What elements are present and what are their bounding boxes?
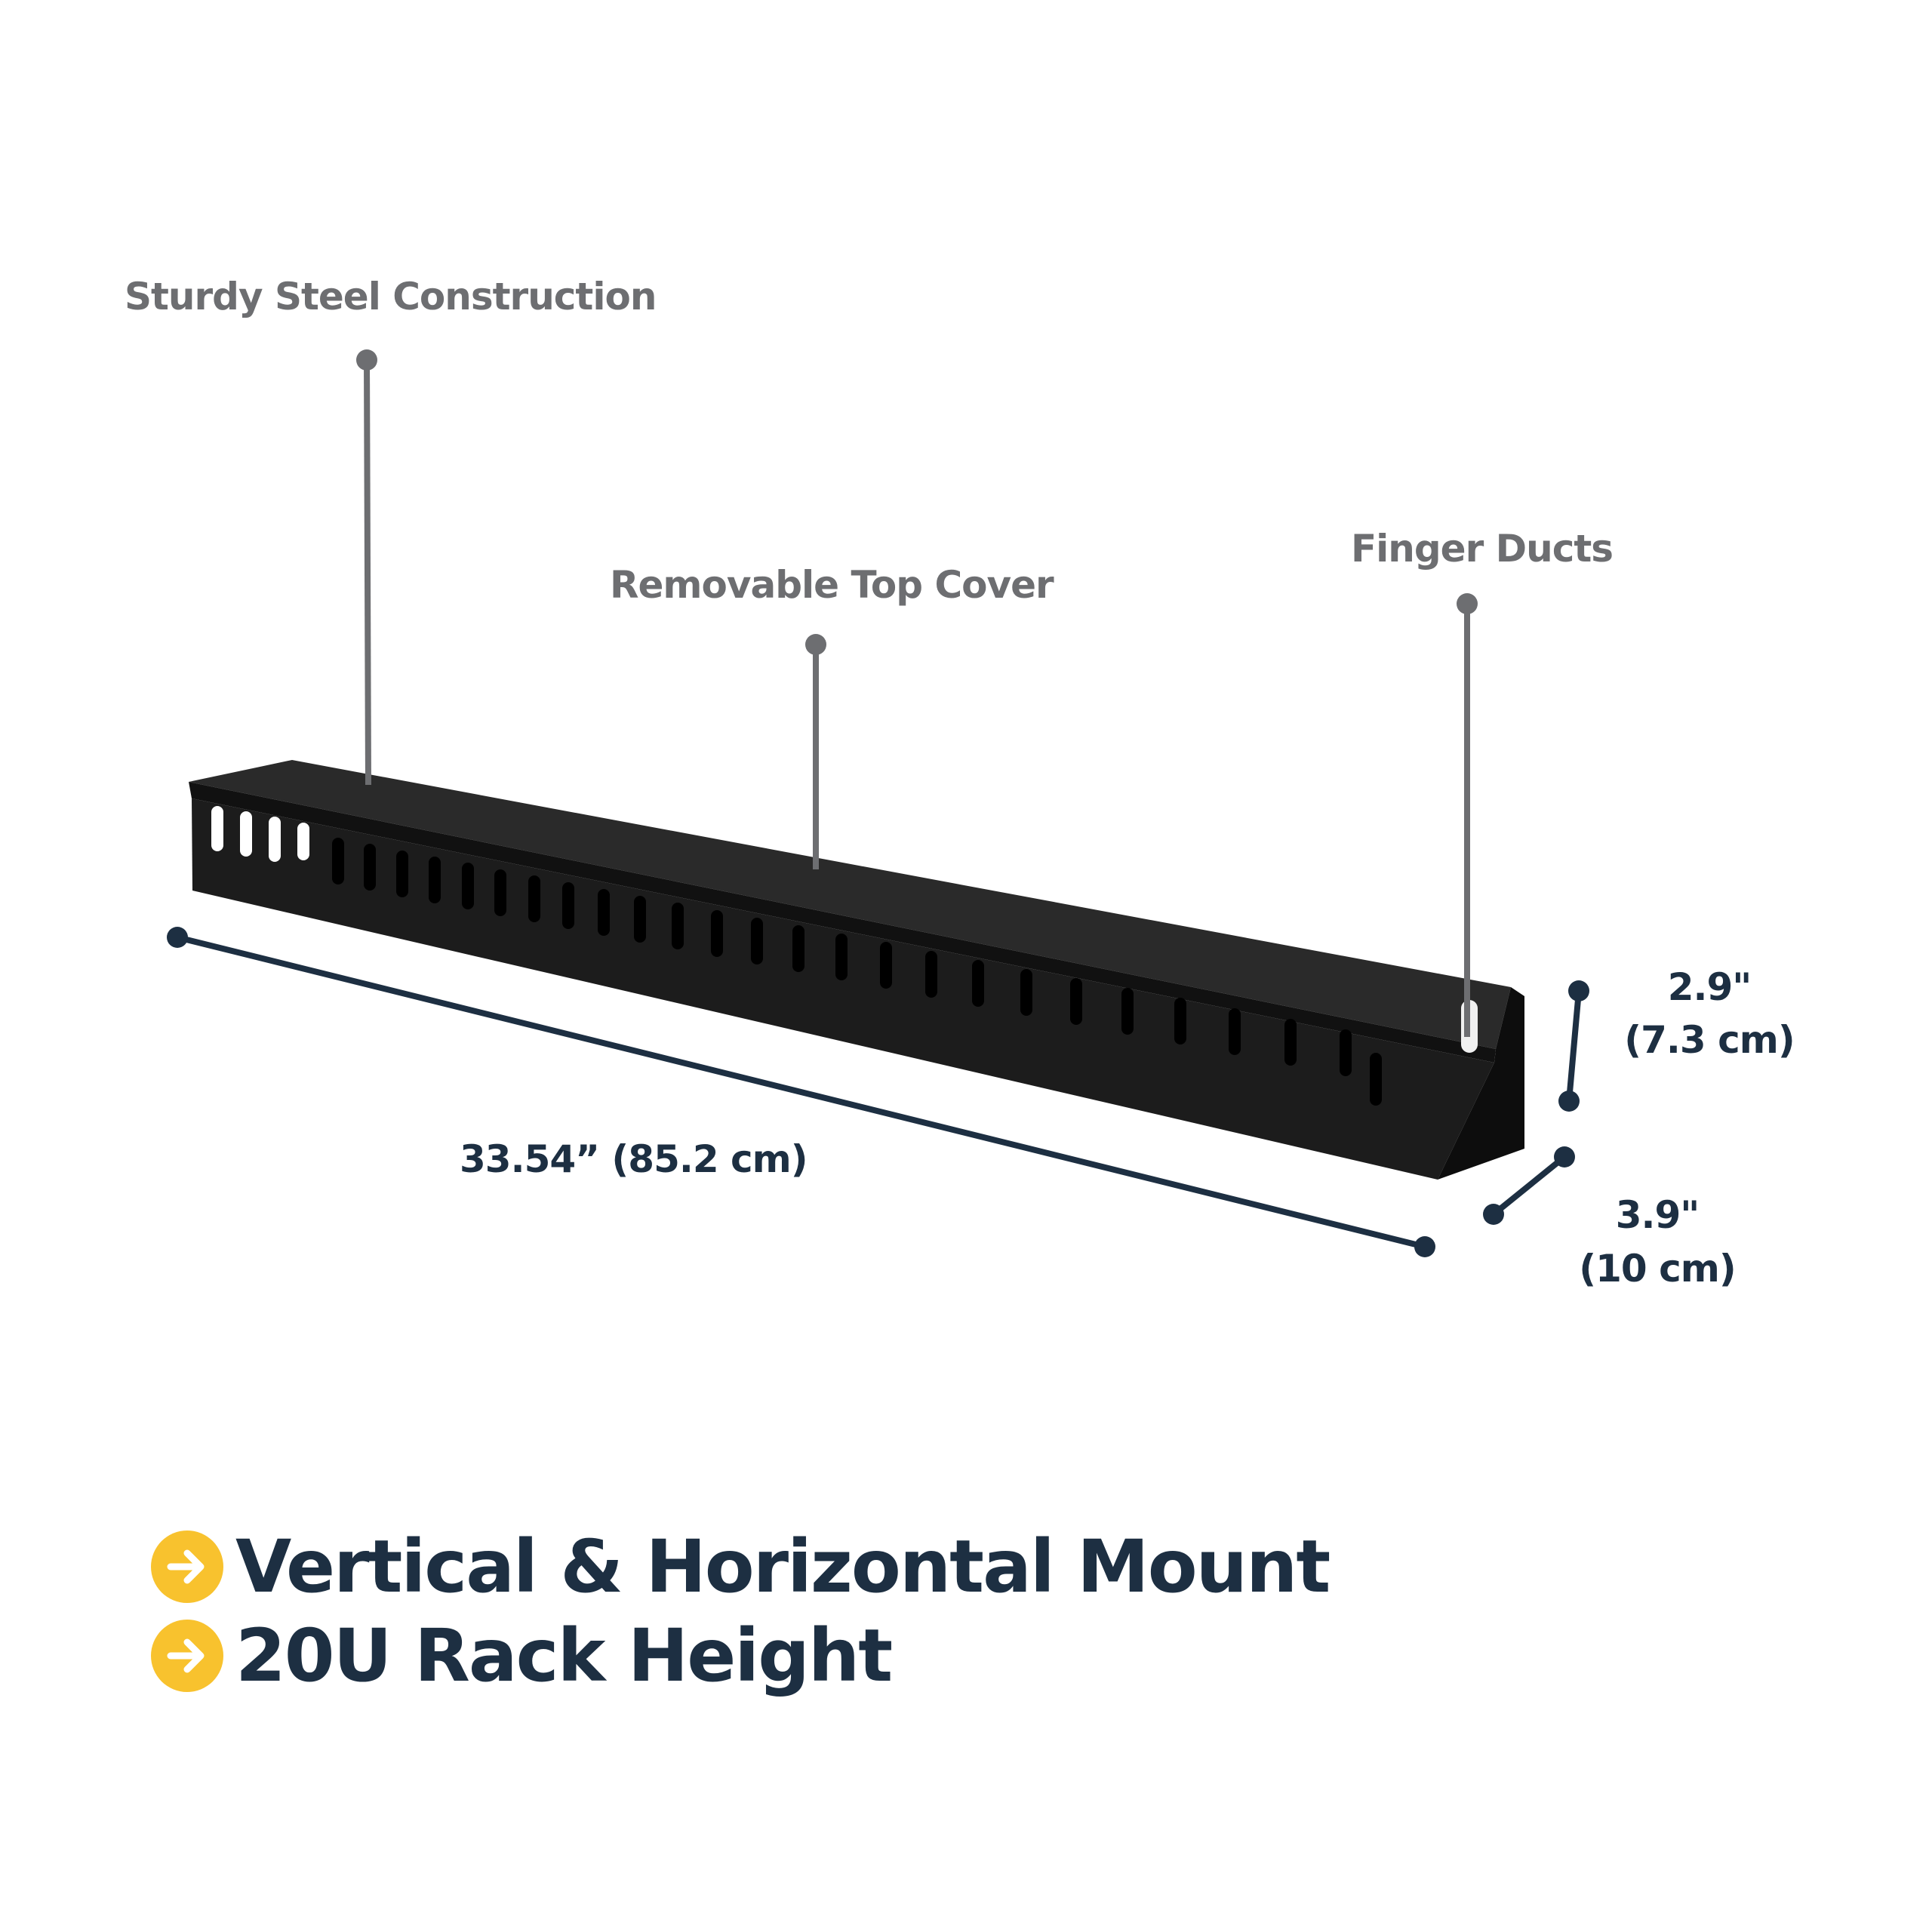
arrow-right-circle-icon — [151, 1620, 223, 1692]
height-dimension-line — [1558, 980, 1589, 1112]
steel-leader-line — [364, 359, 371, 786]
feature-item: 20U Rack Height — [151, 1614, 893, 1698]
depth-cm-label: (10 cm) — [1579, 1247, 1736, 1291]
depth-inches-label: 3.9" — [1615, 1193, 1700, 1237]
feature-label: Vertical & Horizontal Mount — [235, 1524, 1331, 1609]
arrow-right-circle-icon — [151, 1531, 223, 1603]
cover-leader-dot — [805, 634, 826, 655]
callout-removable-cover: Removable Top Cover — [610, 563, 1054, 607]
feature-label: 20U Rack Height — [235, 1614, 893, 1698]
length-dimension-line — [167, 927, 1435, 1257]
callout-sturdy-steel: Sturdy Steel Construction — [125, 275, 657, 318]
cable-duct-image — [189, 760, 1524, 1180]
steel-leader-dot — [356, 349, 377, 371]
callout-finger-ducts: Finger Ducts — [1351, 527, 1614, 571]
height-cm-label: (7.3 cm) — [1624, 1018, 1795, 1062]
feature-item: Vertical & Horizontal Mount — [151, 1524, 1331, 1609]
length-label: 33.54” (85.2 cm) — [460, 1137, 808, 1181]
height-inches-label: 2.9" — [1667, 965, 1752, 1009]
ducts-leader-dot — [1457, 593, 1478, 614]
depth-dimension-line — [1483, 1146, 1575, 1225]
